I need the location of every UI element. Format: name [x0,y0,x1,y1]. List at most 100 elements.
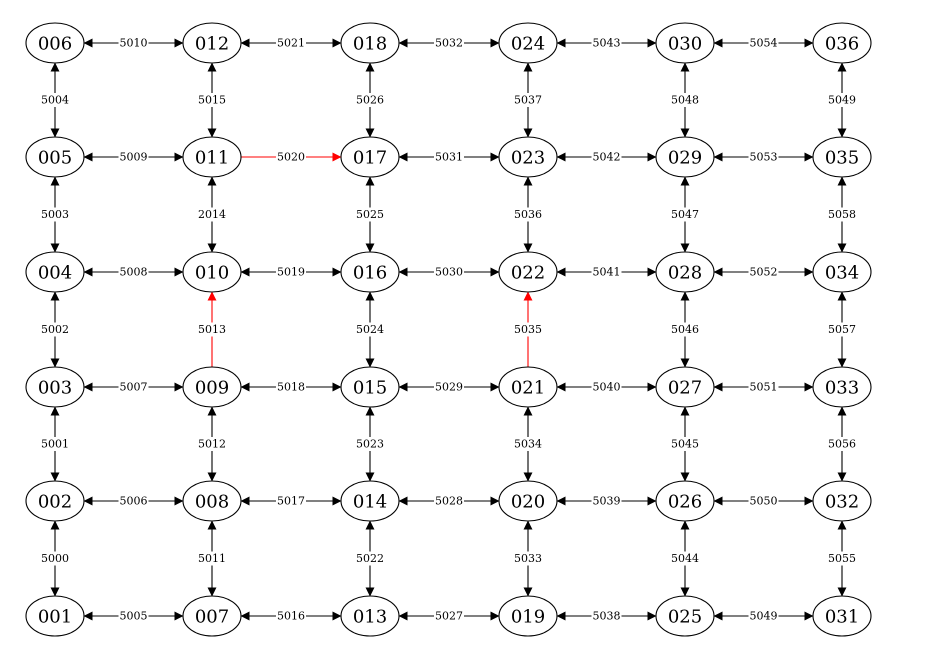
edge-label-bg [276,494,306,508]
edge-035-034: 5058 [827,176,857,253]
node-008[interactable]: 008 [182,480,242,522]
node-010[interactable]: 010 [182,251,242,293]
node-label: 015 [353,378,387,399]
edge-label-bg [591,36,622,50]
node-025[interactable]: 025 [655,595,715,637]
edge-016-022: 5030 [398,265,500,279]
edge-label: 5046 [671,323,699,336]
node-027[interactable]: 027 [655,366,715,408]
node-013[interactable]: 013 [340,595,400,637]
node-ellipse [340,480,400,522]
node-035[interactable]: 035 [812,136,872,178]
node-024[interactable]: 024 [498,22,558,64]
edge-label: 5053 [750,151,778,164]
edge-label-bg [670,551,700,566]
edge-label-bg [748,609,779,623]
edge-label-bg [434,265,464,279]
edge-label-bg [355,437,385,451]
edge-label: 5045 [671,438,699,451]
node-label: 018 [353,34,387,55]
node-ellipse [182,136,242,178]
node-label: 006 [38,34,72,55]
node-026[interactable]: 026 [655,480,715,522]
node-ellipse [655,136,715,178]
node-ellipse [182,480,242,522]
edge-label-bg [40,437,70,451]
edge-012-011: 5015 [197,62,227,138]
node-036[interactable]: 036 [812,22,872,64]
node-label: 002 [38,492,72,513]
edge-label-bg [276,265,306,279]
edge-label-bg [276,150,306,164]
edge-label: 5030 [435,266,463,279]
edge-label-bg [355,207,385,222]
edge-label-bg [827,551,857,566]
node-011[interactable]: 011 [182,136,242,178]
edge-label: 5024 [356,323,384,336]
node-014[interactable]: 014 [340,480,400,522]
edge-label: 5015 [198,94,226,107]
edge-015-021: 5029 [398,380,500,394]
node-021[interactable]: 021 [498,366,558,408]
edge-label: 5019 [277,266,305,279]
edge-label-bg [670,437,700,451]
node-016[interactable]: 016 [340,251,400,293]
node-023[interactable]: 023 [498,136,558,178]
node-005[interactable]: 005 [25,136,85,178]
edge-003-002: 5001 [40,406,70,482]
node-002[interactable]: 002 [25,480,85,522]
edge-label-bg [197,551,227,566]
edge-009-010: 5013 [197,291,227,367]
node-009[interactable]: 009 [182,366,242,408]
edge-label: 5033 [514,552,542,565]
node-label: 013 [353,607,387,628]
edge-label: 5044 [671,552,699,565]
edge-011-010: 2014 [197,176,227,253]
edge-023-029: 5042 [556,150,657,164]
node-ellipse [182,22,242,64]
node-015[interactable]: 015 [340,366,400,408]
node-012[interactable]: 012 [182,22,242,64]
node-004[interactable]: 004 [25,251,85,293]
node-001[interactable]: 001 [25,595,85,637]
node-018[interactable]: 018 [340,22,400,64]
edge-label: 5010 [120,37,148,50]
node-ellipse [25,366,85,408]
edge-label: 5003 [41,208,69,221]
node-006[interactable]: 006 [25,22,85,64]
edge-label: 5009 [120,151,148,164]
node-003[interactable]: 003 [25,366,85,408]
edge-label: 5031 [435,151,463,164]
edge-020-019: 5033 [513,520,543,597]
edge-008-014: 5017 [240,494,342,508]
edge-006-012: 5010 [83,36,184,50]
node-label: 009 [195,378,229,399]
edge-label: 5035 [514,323,542,336]
node-007[interactable]: 007 [182,595,242,637]
edge-label: 5017 [277,495,305,508]
node-label: 026 [668,492,702,513]
node-028[interactable]: 028 [655,251,715,293]
node-ellipse [498,22,558,64]
node-031[interactable]: 031 [812,595,872,637]
edge-label-bg [827,207,857,222]
edge-029-035: 5053 [713,150,814,164]
node-017[interactable]: 017 [340,136,400,178]
node-032[interactable]: 032 [812,480,872,522]
edge-label-bg [670,322,700,337]
edge-009-008: 5012 [197,406,227,482]
node-020[interactable]: 020 [498,480,558,522]
edge-label-bg [118,36,149,50]
node-033[interactable]: 033 [812,366,872,408]
edge-003-009: 5007 [83,380,184,394]
node-034[interactable]: 034 [812,251,872,293]
node-030[interactable]: 030 [655,22,715,64]
node-029[interactable]: 029 [655,136,715,178]
node-019[interactable]: 019 [498,595,558,637]
edge-label-bg [40,322,70,337]
edge-label-bg [827,322,857,337]
node-022[interactable]: 022 [498,251,558,293]
edge-label: 5032 [435,37,463,50]
edge-008-007: 5011 [197,520,227,597]
edge-label-bg [591,265,622,279]
